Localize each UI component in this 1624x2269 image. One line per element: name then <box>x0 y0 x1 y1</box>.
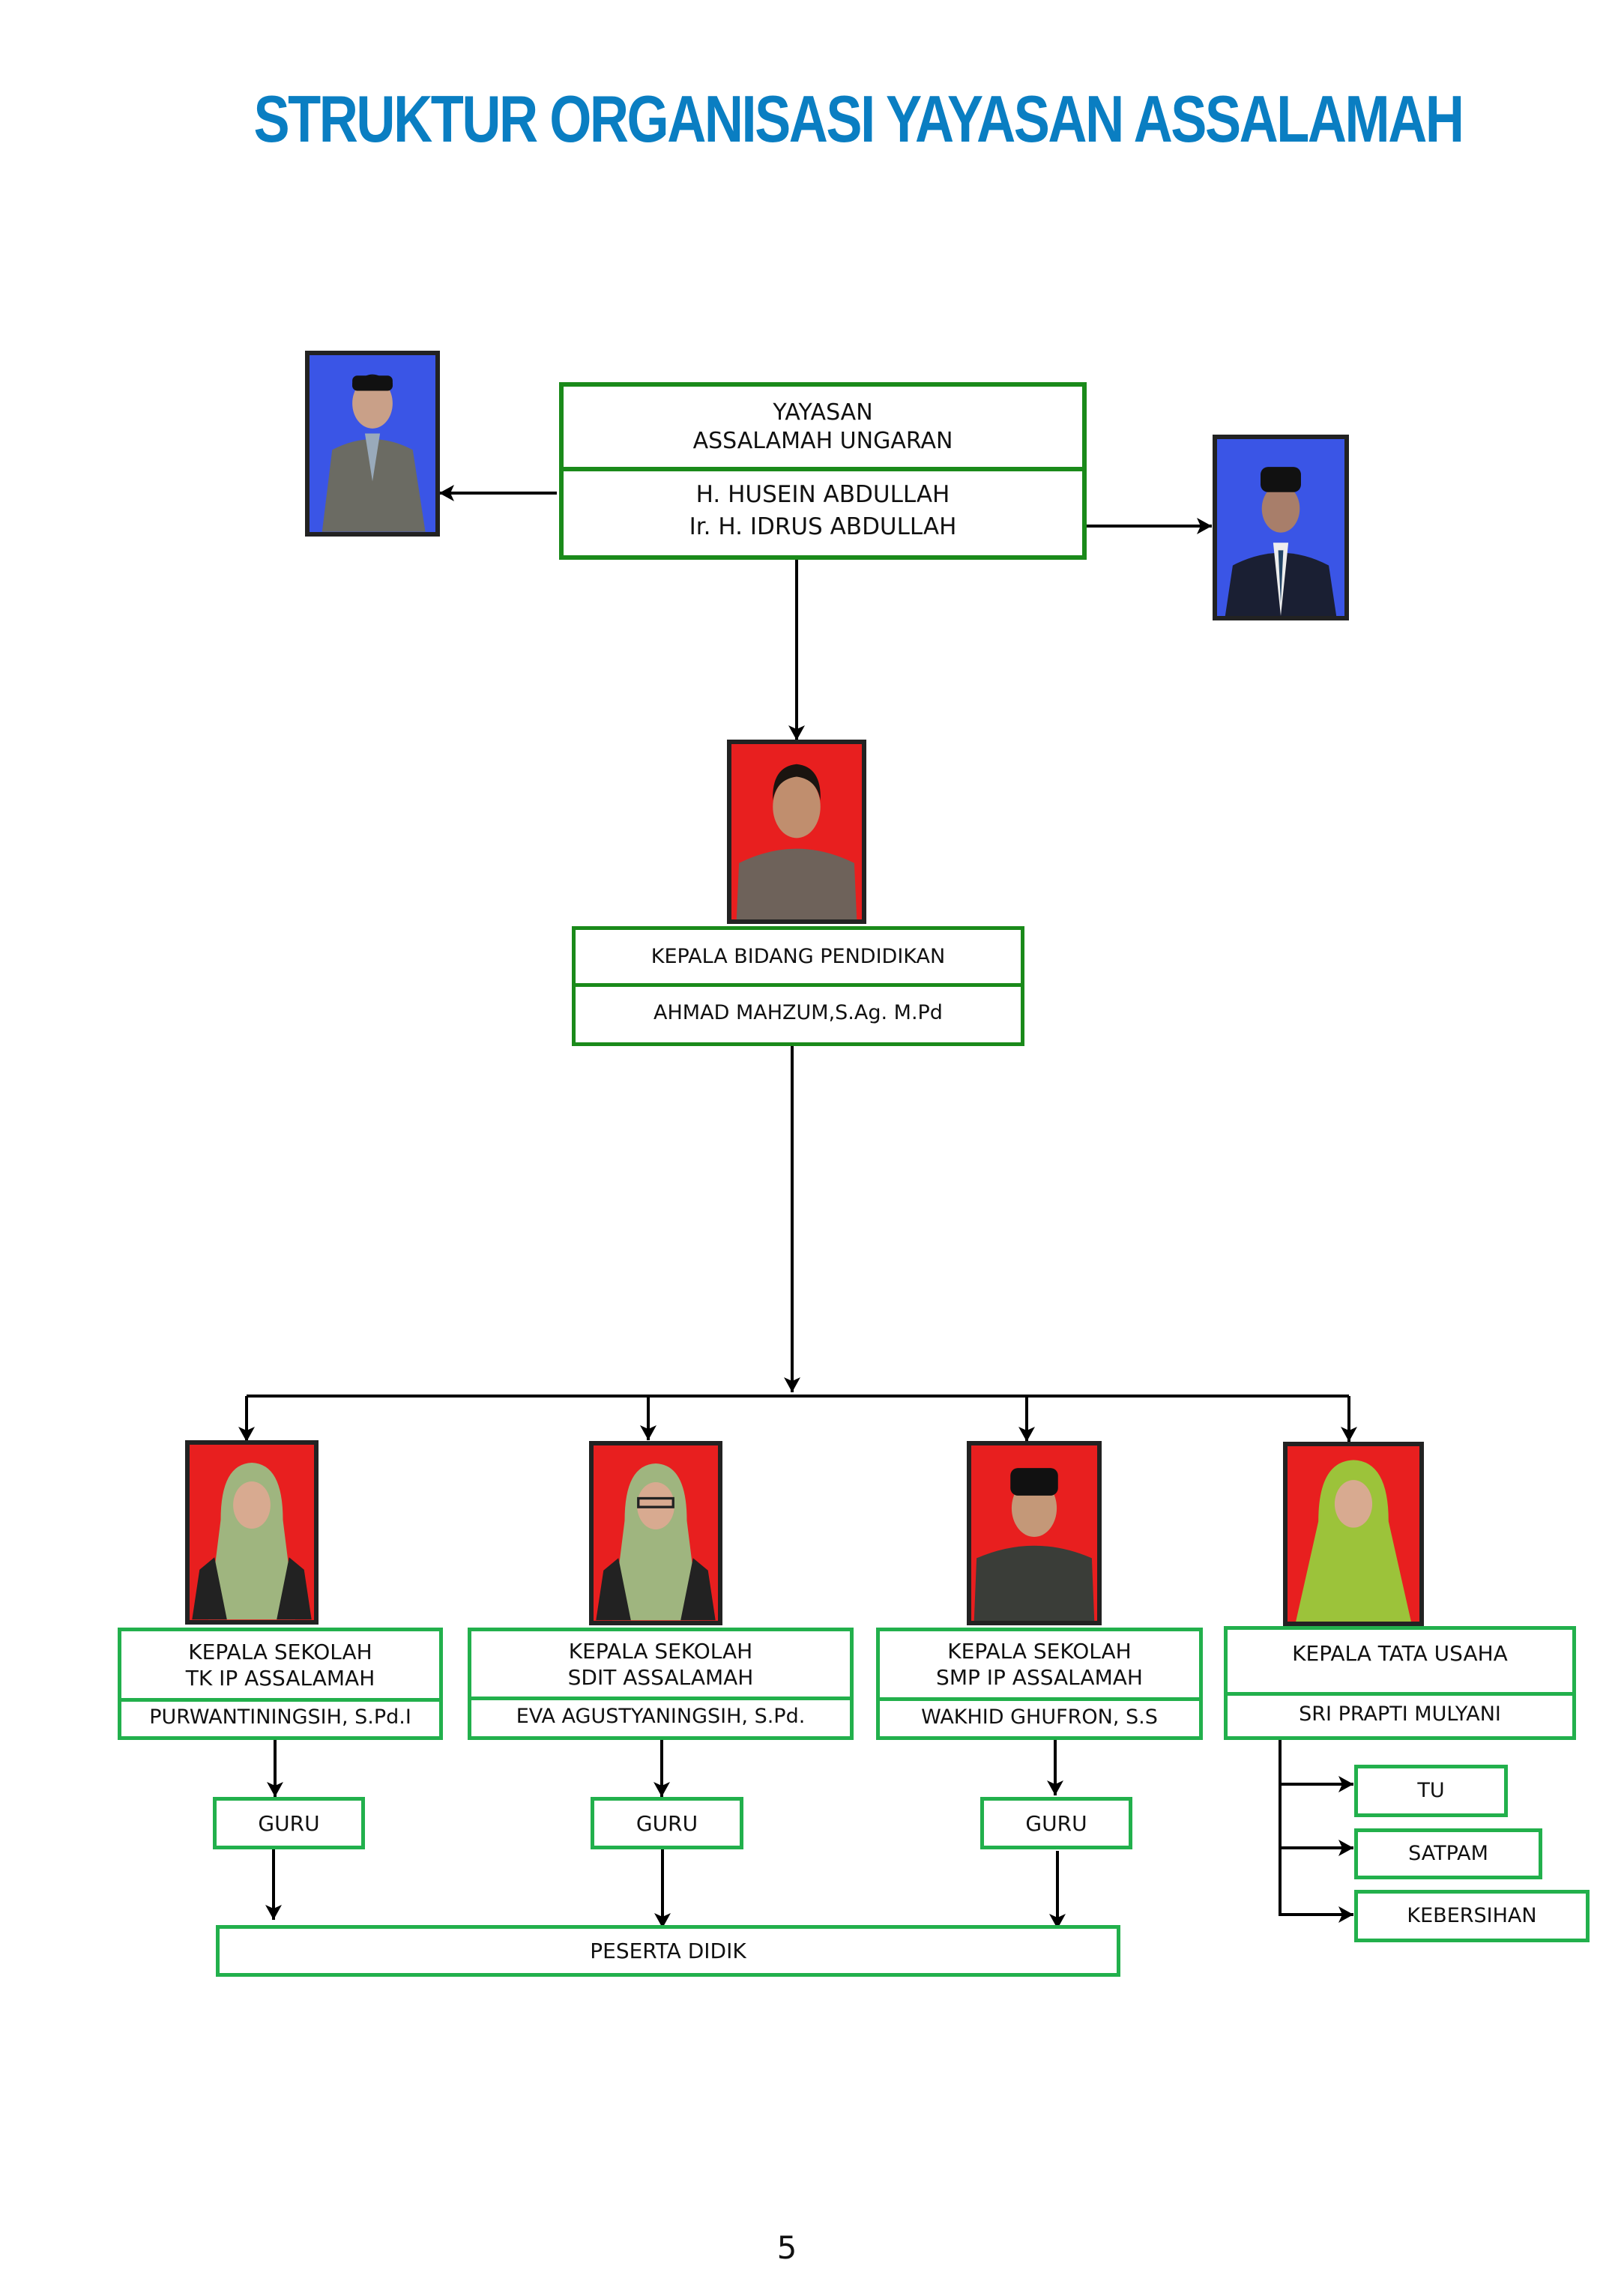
staff-box-satpam: SATPAM <box>1354 1828 1542 1879</box>
unit-box-tk: KEPALA SEKOLAH TK IP ASSALAMAH PURWANTIN… <box>118 1628 443 1740</box>
guru-box-smp: GURU <box>980 1797 1132 1849</box>
person-silhouette-icon <box>322 374 426 532</box>
person-silhouette-icon <box>596 1463 716 1621</box>
photo-sri-prapti-mulyani <box>1283 1442 1424 1626</box>
photo-wakhid-ghufron <box>967 1441 1102 1625</box>
unit-title: KEPALA TATA USAHA <box>1228 1630 1572 1696</box>
unit-box-sdit: KEPALA SEKOLAH SDIT ASSALAMAH EVA AGUSTY… <box>468 1628 854 1740</box>
unit-box-smp: KEPALA SEKOLAH SMP IP ASSALAMAH WAKHID G… <box>876 1628 1203 1740</box>
yayasan-members: H. HUSEIN ABDULLAH Ir. H. IDRUS ABDULLAH <box>564 471 1082 551</box>
page-title: STRUKTUR ORGANISASI YAYASAN ASSALAMAH <box>253 82 1464 156</box>
unit-head-name: WAKHID GHUFRON, S.S <box>921 1705 1158 1729</box>
staff-box-kebersihan: KEBERSIHAN <box>1354 1890 1590 1942</box>
photo-idrus-abdullah <box>1213 435 1349 620</box>
guru-box-sdit: GURU <box>591 1797 743 1849</box>
unit-title-line1: KEPALA TATA USAHA <box>1292 1641 1508 1666</box>
photo-purwantiningsih <box>185 1440 319 1625</box>
person-silhouette-icon <box>974 1468 1095 1621</box>
unit-title-line2: SMP IP ASSALAMAH <box>936 1665 1143 1690</box>
unit-head-name: SRI PRAPTI MULYANI <box>1299 1702 1501 1726</box>
unit-title: KEPALA SEKOLAH SDIT ASSALAMAH <box>471 1631 850 1700</box>
guru-box-tk: GURU <box>213 1797 365 1849</box>
photo-husein-abdullah <box>305 351 440 537</box>
peserta-didik-box: PESERTA DIDIK <box>216 1925 1120 1977</box>
unit-title-line2: SDIT ASSALAMAH <box>567 1664 754 1690</box>
unit-title-line2: TK IP ASSALAMAH <box>185 1665 375 1691</box>
unit-title-line1: KEPALA SEKOLAH <box>568 1638 753 1664</box>
photo-eva-agustyaningsih <box>589 1441 722 1625</box>
yayasan-heading-line2: ASSALAMAH UNGARAN <box>692 427 953 454</box>
kabid-box: KEPALA BIDANG PENDIDIKAN AHMAD MAHZUM,S.… <box>572 926 1024 1046</box>
staff-box-tu: TU <box>1354 1765 1508 1817</box>
yayasan-heading-line1: YAYASAN <box>773 399 873 426</box>
photo-ahmad-mahzum <box>727 740 866 924</box>
person-silhouette-icon <box>1225 467 1337 616</box>
unit-title-line1: KEPALA SEKOLAH <box>188 1639 372 1664</box>
unit-head-name: EVA AGUSTYANINGSIH, S.Pd. <box>516 1705 806 1729</box>
kabid-title: KEPALA BIDANG PENDIDIKAN <box>576 930 1021 987</box>
unit-box-tata-usaha: KEPALA TATA USAHA SRI PRAPTI MULYANI <box>1224 1626 1576 1740</box>
yayasan-box: YAYASAN ASSALAMAH UNGARAN H. HUSEIN ABDU… <box>559 382 1087 560</box>
person-silhouette-icon <box>1296 1460 1411 1622</box>
member-idrus: Ir. H. IDRUS ABDULLAH <box>689 513 957 540</box>
unit-head-name: PURWANTININGSIH, S.Pd.I <box>149 1705 411 1729</box>
unit-title: KEPALA SEKOLAH TK IP ASSALAMAH <box>121 1631 439 1702</box>
member-husein: H. HUSEIN ABDULLAH <box>695 480 950 508</box>
page-number: 5 <box>776 2229 797 2266</box>
kabid-name: AHMAD MAHZUM,S.Ag. M.Pd <box>653 1000 943 1024</box>
unit-title: KEPALA SEKOLAH SMP IP ASSALAMAH <box>880 1631 1199 1701</box>
person-silhouette-icon <box>736 764 857 919</box>
yayasan-heading: YAYASAN ASSALAMAH UNGARAN <box>564 387 1082 471</box>
unit-title-line1: KEPALA SEKOLAH <box>947 1639 1132 1664</box>
person-silhouette-icon <box>192 1463 312 1620</box>
